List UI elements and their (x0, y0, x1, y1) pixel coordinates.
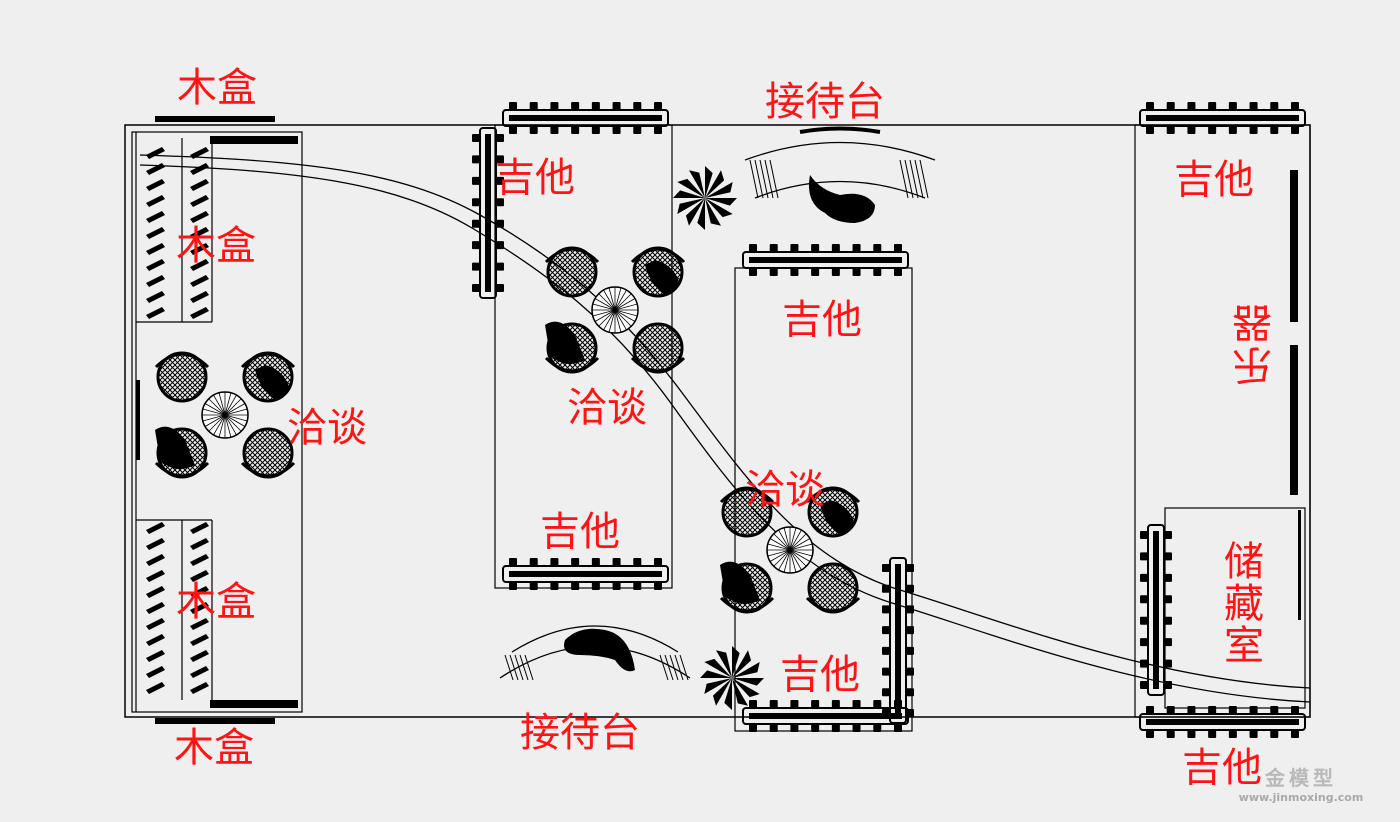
guitar-rack-mid-top (742, 244, 909, 276)
guitar-rack-storage (1140, 524, 1172, 696)
discussion-set-right (719, 486, 861, 614)
guitar-rack-center-top (502, 102, 669, 134)
discussion-set-left (154, 351, 296, 479)
label-discussion-right: 洽谈 (745, 467, 825, 513)
label-wood-box-lower: 木盒 (176, 579, 256, 625)
left-wall-bars (136, 116, 298, 724)
label-wood-box-upper: 木盒 (176, 223, 256, 269)
plant-top (673, 166, 737, 230)
reception-staff-top (809, 175, 875, 223)
label-guitar-mid-bottom: 吉他 (780, 652, 860, 698)
reception-counter-top (744, 126, 936, 199)
curved-walkway (139, 154, 1311, 703)
guitar-rack-mid-right (882, 557, 914, 724)
reception-staff-bottom (564, 628, 635, 672)
label-guitar-center-bottom: 吉他 (540, 509, 620, 555)
watermark-url: www.jinmoxing.com (1238, 791, 1364, 804)
label-guitar-right-bottom: 吉他 (1182, 745, 1262, 791)
label-discussion-left: 洽谈 (287, 405, 367, 451)
label-guitar-right-top: 吉他 (1174, 157, 1254, 203)
guitar-rack-center-bottom (502, 558, 669, 590)
label-guitar-center-top: 吉他 (495, 155, 575, 201)
plant-bottom (700, 646, 764, 710)
discussion-set-center (544, 246, 686, 374)
watermark: 金模型 www.jinmoxing.com (1236, 762, 1366, 804)
label-storage: 储藏室 (1217, 540, 1263, 666)
label-wood-box-bottom: 木盒 (174, 725, 254, 771)
label-guitar-mid-top: 吉他 (782, 297, 862, 343)
label-reception-bottom: 接待台 (520, 710, 640, 756)
label-wood-box-top: 木盒 (177, 65, 257, 111)
label-display: 乐器 (1233, 302, 1279, 386)
guitar-rack-right-top (1139, 102, 1306, 134)
guitar-racks-left (146, 147, 209, 694)
guitar-rack-right-bottom (1139, 706, 1306, 738)
label-reception-top: 接待台 (765, 79, 885, 125)
watermark-name: 金模型 (1265, 766, 1337, 790)
guitar-rack-center-left (472, 127, 504, 299)
label-discussion-center: 洽谈 (567, 385, 647, 431)
